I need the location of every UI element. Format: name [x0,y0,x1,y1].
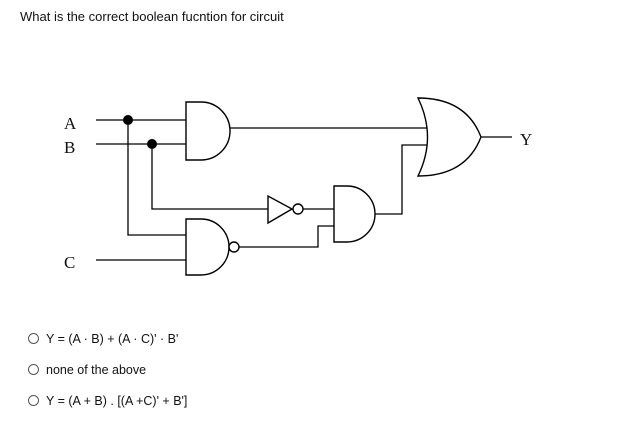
answer-option-3-label: Y = (A + B) . [(A +C)' + B'] [46,393,188,408]
answer-option-1-label: Y = (A · B) + (A · C)' · B' [46,331,179,346]
input-label-c: C [64,253,75,272]
nand-gate-ac [185,218,230,276]
junction-b [147,139,157,149]
input-label-b: B [64,138,75,157]
junction-a [123,115,133,125]
and-gate-ab [185,101,231,161]
not-gate-b [267,194,294,225]
answer-option-2-label: none of the above [46,362,147,377]
wire-second-and-output [375,144,434,215]
answer-option-2[interactable]: none of the above [28,354,187,385]
wire-a-branch [127,120,186,236]
radio-option-2[interactable] [28,364,39,375]
logic-circuit-diagram: A B C Y [64,97,532,276]
answer-option-3[interactable]: Y = (A + B) . [(A +C)' + B'] [28,385,187,416]
and-gate-second [333,185,376,243]
nand-bubble [228,241,240,253]
output-label-y: Y [520,130,532,149]
wire-nand-output [239,225,334,248]
or-gate-output [416,97,482,177]
radio-option-3[interactable] [28,395,39,406]
question-text: What is the correct boolean fucntion for… [20,9,284,24]
not-bubble [292,203,304,215]
radio-option-1[interactable] [28,333,39,344]
wire-b-branch [151,144,268,210]
input-label-a: A [64,114,77,133]
answer-options: Y = (A · B) + (A · C)' · B' none of the … [28,323,187,416]
answer-option-1[interactable]: Y = (A · B) + (A · C)' · B' [28,323,187,354]
